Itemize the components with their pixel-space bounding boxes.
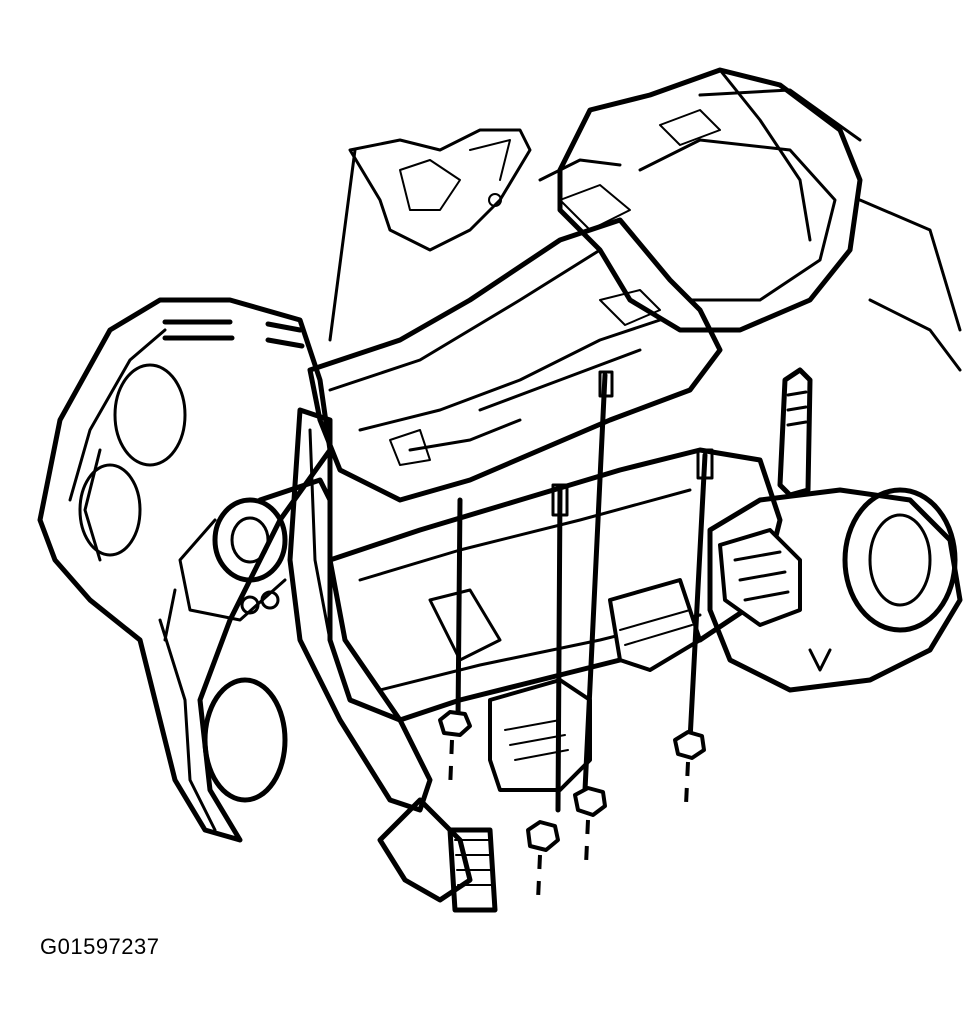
mounting-studs <box>455 370 714 813</box>
mounting-nuts <box>438 710 706 852</box>
column-support-bracket <box>307 158 723 503</box>
lever-stalk <box>777 367 813 498</box>
dash-upper-structure <box>557 67 962 372</box>
dash-panel-plate <box>37 297 333 843</box>
nut-4 <box>673 730 706 760</box>
nut-1 <box>438 710 472 737</box>
brake-pedal-arm <box>287 407 498 913</box>
alignment-dashes <box>448 739 690 901</box>
nut-2 <box>526 820 560 852</box>
figure-id-label: G01597237 <box>40 934 160 959</box>
nut-3 <box>573 786 607 817</box>
column-end-hub <box>707 487 963 693</box>
steering-column-housing <box>327 447 783 792</box>
upper-left-bracket <box>328 128 532 342</box>
brake-booster-rod <box>178 477 333 622</box>
